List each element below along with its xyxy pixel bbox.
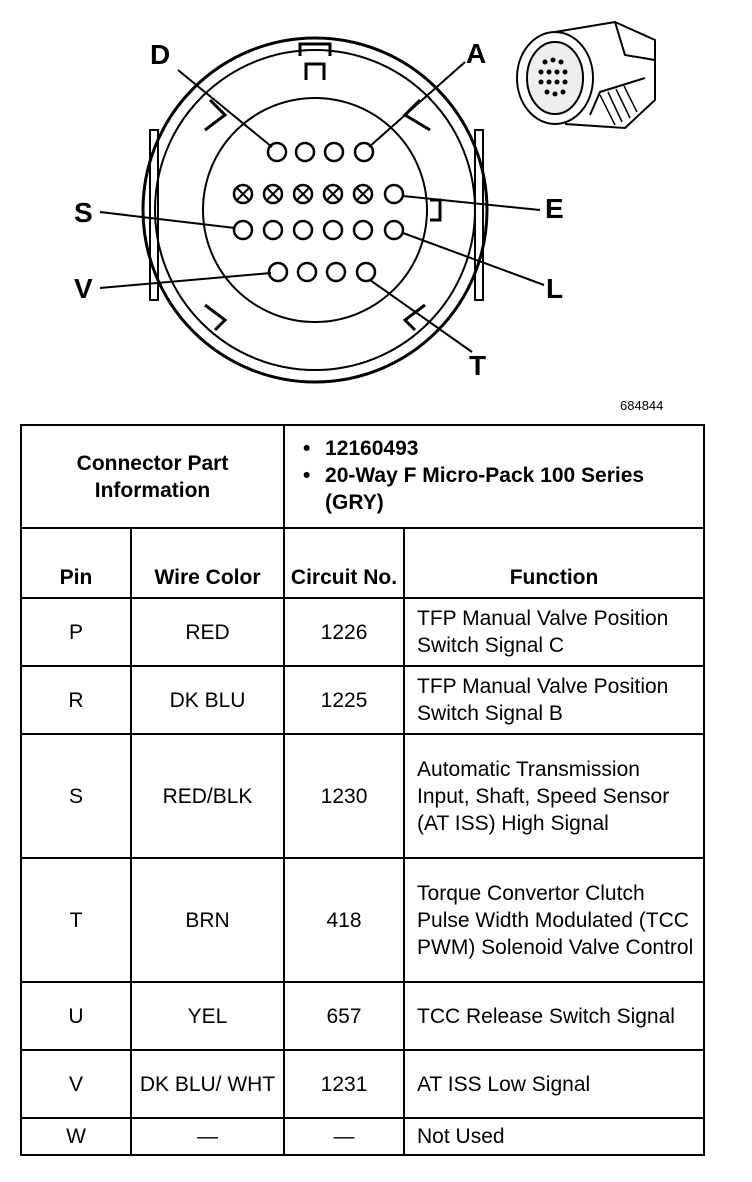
connector-info-row: Connector Part Information 12160493 20-W… [19, 424, 706, 529]
circuit-no-cell: 657 [283, 981, 406, 1051]
circuit-no-cell: 1226 [283, 597, 406, 667]
connector-info-label: Connector Part Information [19, 424, 286, 529]
table-row: V DK BLU/ WHT 1231 AT ISS Low Signal [20, 1049, 706, 1119]
connector-isometric-view [516, 20, 656, 130]
table-row: U YEL 657 TCC Release Switch Signal [20, 981, 706, 1051]
function-cell: TFP Manual Valve Position Switch Signal … [403, 597, 706, 667]
wire-color-cell: RED/BLK [129, 733, 286, 859]
pin-row-4 [267, 261, 377, 283]
wire-color-cell: — [129, 1117, 286, 1156]
wire-color-cell: DK BLU/ WHT [129, 1049, 286, 1119]
circuit-no-cell: 418 [283, 857, 406, 983]
header-function: Function [403, 527, 706, 599]
table-row: R DK BLU 1225 TFP Manual Valve Position … [20, 665, 706, 735]
connector-info-cell: 12160493 20-Way F Micro-Pack 100 Series … [283, 424, 706, 529]
header-row: Pin Wire Color Circuit No. Function [20, 527, 706, 599]
callout-t: T [469, 350, 486, 381]
wire-color-cell: DK BLU [129, 665, 286, 735]
circuit-no-cell: 1225 [283, 665, 406, 735]
pin-cell: S [20, 733, 132, 859]
connector-type: 20-Way F Micro-Pack 100 Series (GRY) [303, 462, 695, 516]
header-wire-color: Wire Color [129, 527, 286, 599]
table-row: T BRN 418 Torque Convertor Clutch Pulse … [20, 857, 706, 983]
wire-color-cell: BRN [129, 857, 286, 983]
part-number: 12160493 [303, 435, 695, 462]
wire-color-cell: YEL [129, 981, 286, 1051]
callout-v: V [74, 273, 93, 304]
pin-cell: R [20, 665, 132, 735]
callout-l: L [546, 273, 563, 304]
function-cell: AT ISS Low Signal [403, 1049, 706, 1119]
pin-cell: W [20, 1117, 132, 1156]
table-row: S RED/BLK 1230 Automatic Transmission In… [20, 733, 706, 859]
pin-cell: U [20, 981, 132, 1051]
pin-cell: V [20, 1049, 132, 1119]
pin-cell: P [20, 597, 132, 667]
circuit-no-cell: — [283, 1117, 406, 1156]
function-cell: TFP Manual Valve Position Switch Signal … [403, 665, 706, 735]
pin-field-outline [202, 97, 428, 323]
callout-e: E [545, 193, 564, 224]
pin-row-3 [232, 219, 405, 241]
callout-leaders [99, 61, 545, 353]
function-cell: TCC Release Switch Signal [403, 981, 706, 1051]
plugged-cavity-marks [236, 187, 370, 201]
table-row: W — — Not Used [20, 1117, 706, 1156]
circuit-no-cell: 1231 [283, 1049, 406, 1119]
connector-face-diagram: D A E S L V T [74, 20, 656, 384]
function-cell: Torque Convertor Clutch Pulse Width Modu… [403, 857, 706, 983]
pin-row-2 [232, 183, 405, 205]
circuit-no-cell: 1230 [283, 733, 406, 859]
function-cell: Not Used [403, 1117, 706, 1156]
pin-row-1 [266, 141, 375, 163]
connector-pin-table: Connector Part Information 12160493 20-W… [19, 424, 706, 1156]
figure-id: 684844 [620, 398, 664, 413]
header-circuit-no: Circuit No. [283, 527, 406, 599]
table-row: P RED 1226 TFP Manual Valve Position Swi… [20, 597, 706, 667]
callout-a: A [466, 38, 486, 69]
wire-color-cell: RED [129, 597, 286, 667]
callout-s: S [74, 197, 93, 228]
function-cell: Automatic Transmission Input, Shaft, Spe… [403, 733, 706, 859]
pin-cell: T [20, 857, 132, 983]
callout-d: D [150, 39, 170, 70]
connector-body [141, 36, 489, 384]
connector-info-list: 12160493 20-Way F Micro-Pack 100 Series … [285, 429, 703, 524]
header-pin: Pin [20, 527, 132, 599]
